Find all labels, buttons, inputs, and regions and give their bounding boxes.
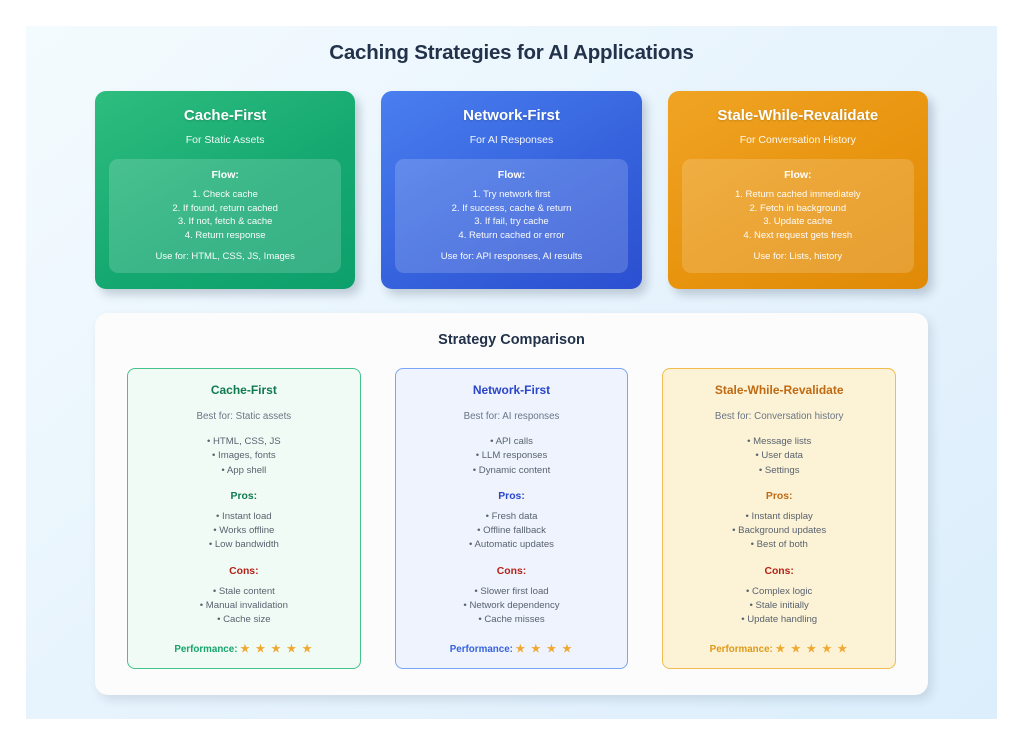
list-item: • Settings bbox=[758, 464, 800, 476]
flow-step: 3. If fail, try cache bbox=[474, 216, 549, 227]
list-item: • HTML, CSS, JS bbox=[206, 436, 281, 447]
list-item: • Manual invalidation bbox=[199, 600, 288, 612]
flow-label: Flow: bbox=[784, 169, 812, 181]
comparison-column-cache-first[interactable]: Cache-First Best for: Static assets • HT… bbox=[127, 368, 361, 669]
strategy-card-stale-while-revalidate[interactable]: Stale-While-Revalidate For Conversation … bbox=[667, 91, 928, 289]
comparison-cons-list: • Complex logic • Stale initially • Upda… bbox=[673, 585, 885, 628]
cons-heading: Cons: bbox=[229, 565, 259, 577]
comparison-cons-list: • Stale content • Manual invalidation • … bbox=[138, 585, 350, 628]
list-item: • Instant load bbox=[216, 510, 272, 522]
strategy-card-flow-box: Flow: 1. Try network first 2. If success… bbox=[395, 159, 628, 273]
flow-use-for: Use for: Lists, history bbox=[753, 251, 843, 262]
strategy-card-subtitle: For Conversation History bbox=[739, 134, 856, 146]
comparison-best-for: Best for: Conversation history bbox=[714, 411, 844, 422]
list-item: • Fresh data bbox=[485, 510, 538, 522]
list-item: • User data bbox=[755, 450, 803, 462]
star-rating-icon: ★ ★ ★ ★ ★ bbox=[240, 642, 314, 655]
performance-label: Performance: bbox=[174, 643, 238, 655]
list-item: • Background updates bbox=[732, 525, 827, 537]
strategy-comparison-panel: Strategy Comparison Cache-First Best for… bbox=[95, 313, 928, 695]
flow-step: 1. Return cached immediately bbox=[734, 189, 861, 200]
flow-step: 4. Return response bbox=[184, 229, 266, 241]
list-item: • Offline fallback bbox=[477, 525, 546, 537]
comparison-cons-list: • Slower first load • Network dependency… bbox=[406, 585, 618, 628]
comparison-columns-row: Cache-First Best for: Static assets • HT… bbox=[127, 368, 897, 669]
list-item: • Low bandwidth bbox=[208, 539, 279, 551]
strategy-card-flow-box: Flow: 1. Check cache 2. If found, return… bbox=[109, 159, 342, 273]
strategy-card-title: Cache-First bbox=[183, 107, 267, 124]
flow-label: Flow: bbox=[211, 169, 239, 181]
performance-rating: Performance: ★ ★ ★ ★ bbox=[406, 643, 618, 655]
flow-step: 2. Fetch in background bbox=[749, 202, 847, 214]
flow-step: 2. If success, cache & return bbox=[451, 202, 572, 214]
flow-step: 1. Check cache bbox=[192, 189, 258, 200]
comparison-pros-list: • Fresh data • Offline fallback • Automa… bbox=[406, 510, 618, 553]
list-item: • Dynamic content bbox=[472, 464, 551, 476]
pros-heading: Pros: bbox=[498, 490, 525, 502]
list-item: • Stale content bbox=[212, 585, 275, 597]
list-item: • Works offline bbox=[213, 525, 275, 537]
list-item: • Network dependency bbox=[463, 600, 560, 612]
performance-label: Performance: bbox=[449, 643, 513, 655]
list-item: • Images, fonts bbox=[212, 450, 276, 462]
cons-heading: Cons: bbox=[764, 565, 794, 577]
list-item: • Instant display bbox=[745, 510, 813, 522]
flow-step: 1. Try network first bbox=[472, 189, 551, 200]
comparison-column-title: Cache-First bbox=[210, 383, 277, 397]
flow-label: Flow: bbox=[497, 169, 526, 181]
comparison-uses-list: • HTML, CSS, JS • Images, fonts • App sh… bbox=[138, 435, 350, 478]
flow-step: 3. Update cache bbox=[763, 216, 833, 227]
list-item: • Stale initially bbox=[749, 600, 809, 612]
comparison-title: Strategy Comparison bbox=[438, 332, 585, 348]
strategy-card-flow-box: Flow: 1. Return cached immediately 2. Fe… bbox=[681, 159, 914, 273]
cons-heading: Cons: bbox=[496, 565, 527, 577]
comparison-pros-list: • Instant load • Works offline • Low ban… bbox=[138, 510, 350, 553]
strategy-card-subtitle: For Static Assets bbox=[185, 134, 265, 146]
list-item: • App shell bbox=[221, 464, 267, 476]
performance-rating: Performance: ★ ★ ★ ★ ★ bbox=[138, 643, 350, 655]
flow-use-for: Use for: HTML, CSS, JS, Images bbox=[155, 251, 295, 262]
list-item: • LLM responses bbox=[475, 450, 548, 462]
strategy-card-title: Network-First bbox=[463, 107, 560, 124]
list-item: • Update handling bbox=[741, 614, 818, 626]
comparison-column-title: Network-First bbox=[472, 383, 551, 397]
strategy-cards-row: Cache-First For Static Assets Flow: 1. C… bbox=[26, 68, 997, 289]
page-canvas: Caching Strategies for AI Applications C… bbox=[26, 26, 997, 719]
strategy-card-network-first[interactable]: Network-First For AI Responses Flow: 1. … bbox=[381, 91, 642, 289]
comparison-uses-list: • Message lists • User data • Settings bbox=[673, 435, 885, 478]
strategy-card-cache-first[interactable]: Cache-First For Static Assets Flow: 1. C… bbox=[95, 91, 356, 289]
pros-heading: Pros: bbox=[765, 490, 793, 502]
comparison-best-for: Best for: AI responses bbox=[463, 411, 560, 422]
star-rating-icon: ★ ★ ★ ★ bbox=[515, 642, 574, 655]
list-item: • Best of both bbox=[750, 539, 808, 551]
list-item: • Complex logic bbox=[746, 585, 813, 597]
page-title: Caching Strategies for AI Applications bbox=[329, 41, 694, 64]
list-item: • Automatic updates bbox=[469, 539, 554, 551]
strategy-card-title: Stale-While-Revalidate bbox=[717, 107, 879, 124]
list-item: • API calls bbox=[490, 436, 533, 447]
strategy-card-subtitle: For AI Responses bbox=[469, 134, 554, 146]
list-item: • Cache size bbox=[217, 614, 271, 626]
flow-step: 4. Next request gets fresh bbox=[743, 229, 853, 241]
comparison-column-title: Stale-While-Revalidate bbox=[714, 383, 844, 397]
flow-use-for: Use for: API responses, AI results bbox=[440, 251, 583, 262]
comparison-pros-list: • Instant display • Background updates •… bbox=[673, 510, 885, 553]
flow-step: 2. If found, return cached bbox=[172, 202, 278, 214]
pros-heading: Pros: bbox=[230, 490, 258, 502]
flow-step: 4. Return cached or error bbox=[458, 229, 565, 241]
comparison-column-stale-while-revalidate[interactable]: Stale-While-Revalidate Best for: Convers… bbox=[662, 368, 897, 669]
comparison-uses-list: • API calls • LLM responses • Dynamic co… bbox=[406, 435, 618, 478]
flow-step: 3. If not, fetch & cache bbox=[177, 216, 273, 227]
list-item: • Message lists bbox=[747, 436, 812, 447]
performance-label: Performance: bbox=[709, 643, 773, 655]
list-item: • Slower first load bbox=[474, 585, 549, 597]
performance-rating: Performance: ★ ★ ★ ★ ★ bbox=[673, 643, 885, 655]
comparison-column-network-first[interactable]: Network-First Best for: AI responses • A… bbox=[394, 368, 629, 669]
star-rating-icon: ★ ★ ★ ★ ★ bbox=[775, 642, 849, 655]
comparison-best-for: Best for: Static assets bbox=[196, 411, 292, 422]
list-item: • Cache misses bbox=[478, 614, 545, 626]
